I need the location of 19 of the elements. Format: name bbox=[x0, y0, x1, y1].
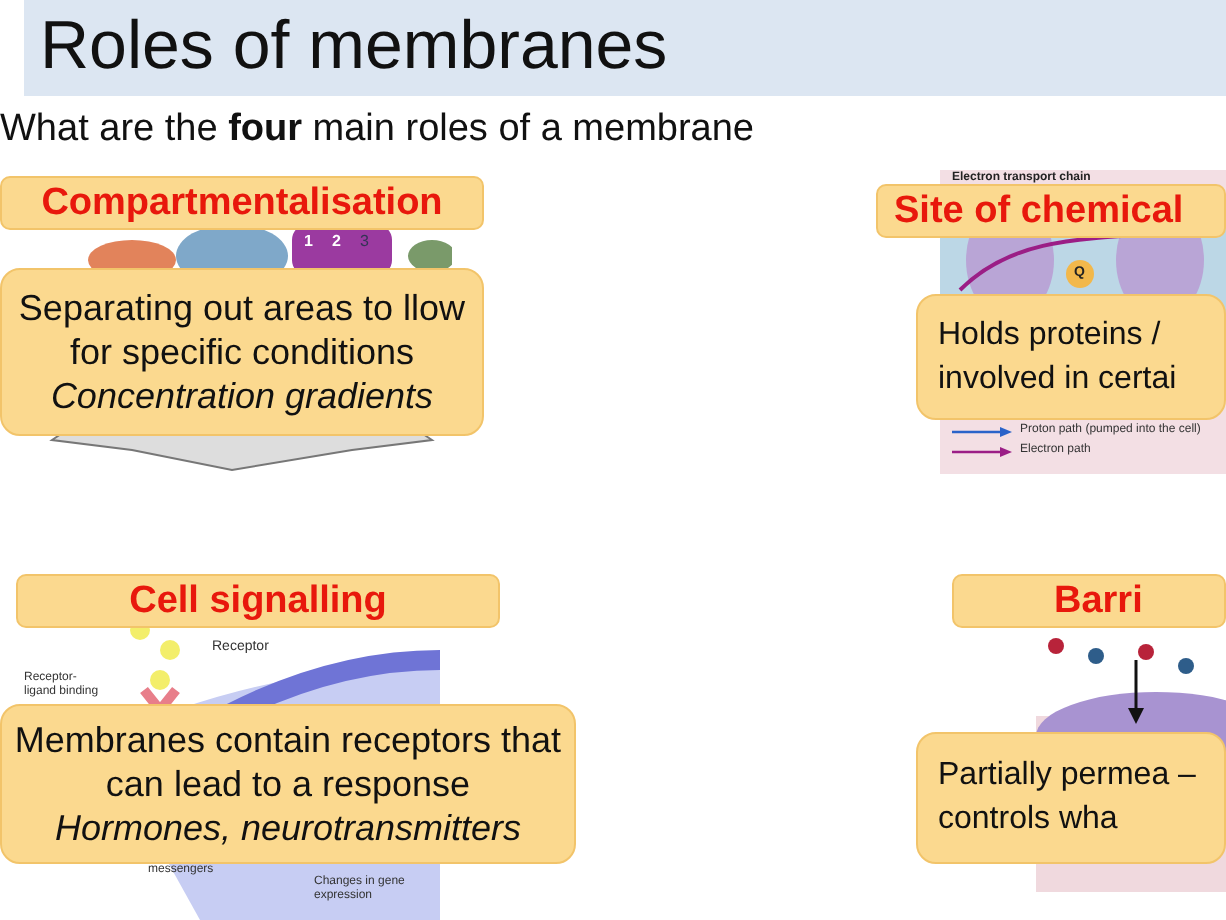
example-text: Hormones, neurotransmitters bbox=[52, 806, 524, 850]
part-number: 2 bbox=[332, 232, 341, 250]
description-box bbox=[916, 294, 1226, 420]
heading-banner: Site of chemical bbox=[876, 184, 1226, 238]
heading-banner: Barri bbox=[952, 574, 1226, 628]
description-text: Membranes contain receptors that can lead to a response bbox=[12, 718, 564, 806]
description-box bbox=[0, 268, 484, 436]
subtitle: What are the four main roles of a membrane bbox=[0, 108, 754, 152]
part-number: 3 bbox=[360, 232, 369, 250]
slide-title: Roles of membranes bbox=[40, 8, 668, 86]
description-text: Separating out areas to llow for specific conditions bbox=[16, 286, 468, 374]
heading-banner: Compartmentalisation bbox=[0, 176, 484, 230]
part-number: 1 bbox=[304, 232, 313, 250]
example-text: Concentration gradients bbox=[48, 374, 436, 418]
description-box bbox=[916, 732, 1226, 864]
description-text: Holds proteins / involved in certai bbox=[938, 315, 1179, 399]
description-text: Partially permea – controls wha bbox=[938, 756, 1198, 840]
heading-banner: Cell signalling bbox=[16, 574, 500, 628]
description-box bbox=[0, 704, 576, 864]
